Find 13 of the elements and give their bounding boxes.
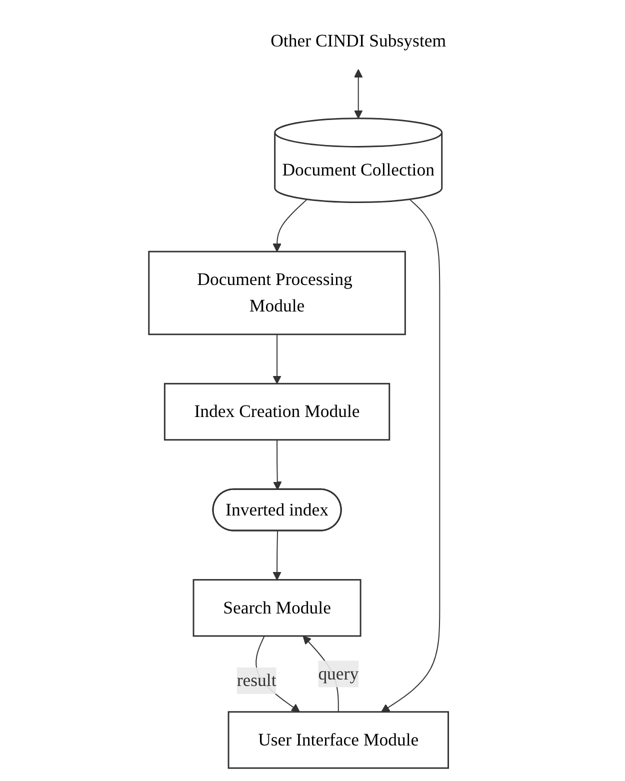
arrow (272, 530, 282, 580)
node-box: Document Processing Module (148, 250, 406, 336)
node-box: Index Creation Module (164, 382, 390, 441)
arrow (272, 334, 282, 384)
arrow (354, 69, 363, 119)
edge-label: result (237, 670, 276, 690)
node-text: Other CINDI Subsystem (270, 30, 446, 50)
arrow (273, 439, 282, 490)
node-box: User Interface Module (228, 711, 450, 769)
arrow (272, 198, 308, 252)
node-box: Search Module (193, 579, 362, 637)
arrow (381, 198, 440, 712)
edge-label: query (318, 664, 359, 684)
